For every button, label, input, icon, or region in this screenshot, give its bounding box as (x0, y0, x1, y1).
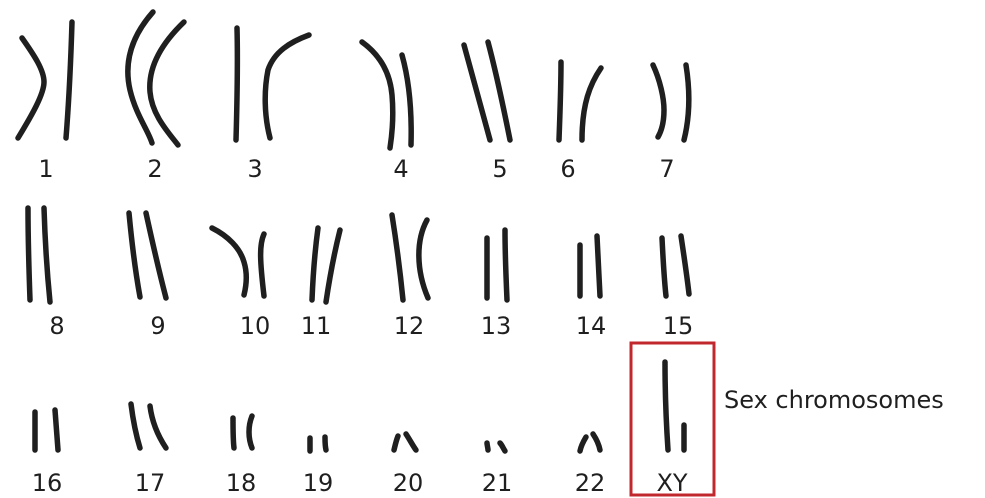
chromosome-pair-17: 17 (128, 401, 169, 497)
pair-label: 19 (303, 469, 334, 497)
chromosome-pair-10: 10 (209, 225, 271, 340)
pair-label: 11 (301, 312, 332, 340)
chromosome-pair-12: 12 (389, 212, 431, 340)
chromosome-pair-7: 7 (650, 62, 692, 183)
chromosome-pair-3: 3 (233, 25, 312, 183)
chromosome-pair-16: 16 (32, 407, 63, 497)
pair-label: 6 (560, 155, 575, 183)
pair-label: 13 (481, 312, 512, 340)
chromosome-pair-6: 6 (556, 59, 604, 183)
sex-chromosomes-highlight-box (629, 341, 716, 497)
pair-label: 5 (492, 155, 507, 183)
sex-chromosomes-callout: Sex chromosomes (724, 386, 944, 414)
chromosome-pair-19: 19 (303, 434, 334, 497)
chromosome-pair-8: 8 (25, 205, 65, 340)
chromosome-pair-5: 5 (461, 39, 513, 183)
pair-label: 7 (659, 155, 674, 183)
chromosome-pair-13: 13 (481, 227, 512, 340)
pair-label: 20 (393, 469, 424, 497)
chromosome-pair-15: 15 (659, 233, 694, 340)
pair-label: 4 (393, 155, 408, 183)
pair-label: 17 (135, 469, 166, 497)
chromosome-pair-1: 1 (15, 19, 75, 183)
chromosome-pair-21: 21 (482, 440, 513, 497)
chromosome-pair-2: 2 (125, 9, 187, 183)
pair-label: 21 (482, 469, 513, 497)
chromosome-pair-14: 14 (576, 233, 607, 340)
pair-label: 3 (247, 155, 262, 183)
pair-label: 22 (575, 469, 606, 497)
chromosome-pair-11: 11 (301, 225, 343, 340)
sex-pair-label: XY (656, 469, 687, 497)
pair-label: 15 (663, 312, 694, 340)
chromosome-pair-4: 4 (359, 39, 414, 183)
pair-label: 8 (49, 312, 64, 340)
pair-label: 2 (147, 155, 162, 183)
chromosome-pair-20: 20 (391, 431, 424, 497)
chromosome-pair-18: 18 (226, 413, 257, 497)
pair-label: 16 (32, 469, 63, 497)
pair-label: 10 (240, 312, 271, 340)
pair-label: 14 (576, 312, 607, 340)
pair-label: 12 (394, 312, 425, 340)
pair-label: 18 (226, 469, 257, 497)
chromosome-pair-22: 22 (575, 431, 606, 497)
chromosome-pair-9: 9 (126, 210, 169, 340)
pair-label: 1 (38, 155, 53, 183)
pair-label: 9 (150, 312, 165, 340)
sex-chromosome-pair: XY (629, 341, 716, 497)
